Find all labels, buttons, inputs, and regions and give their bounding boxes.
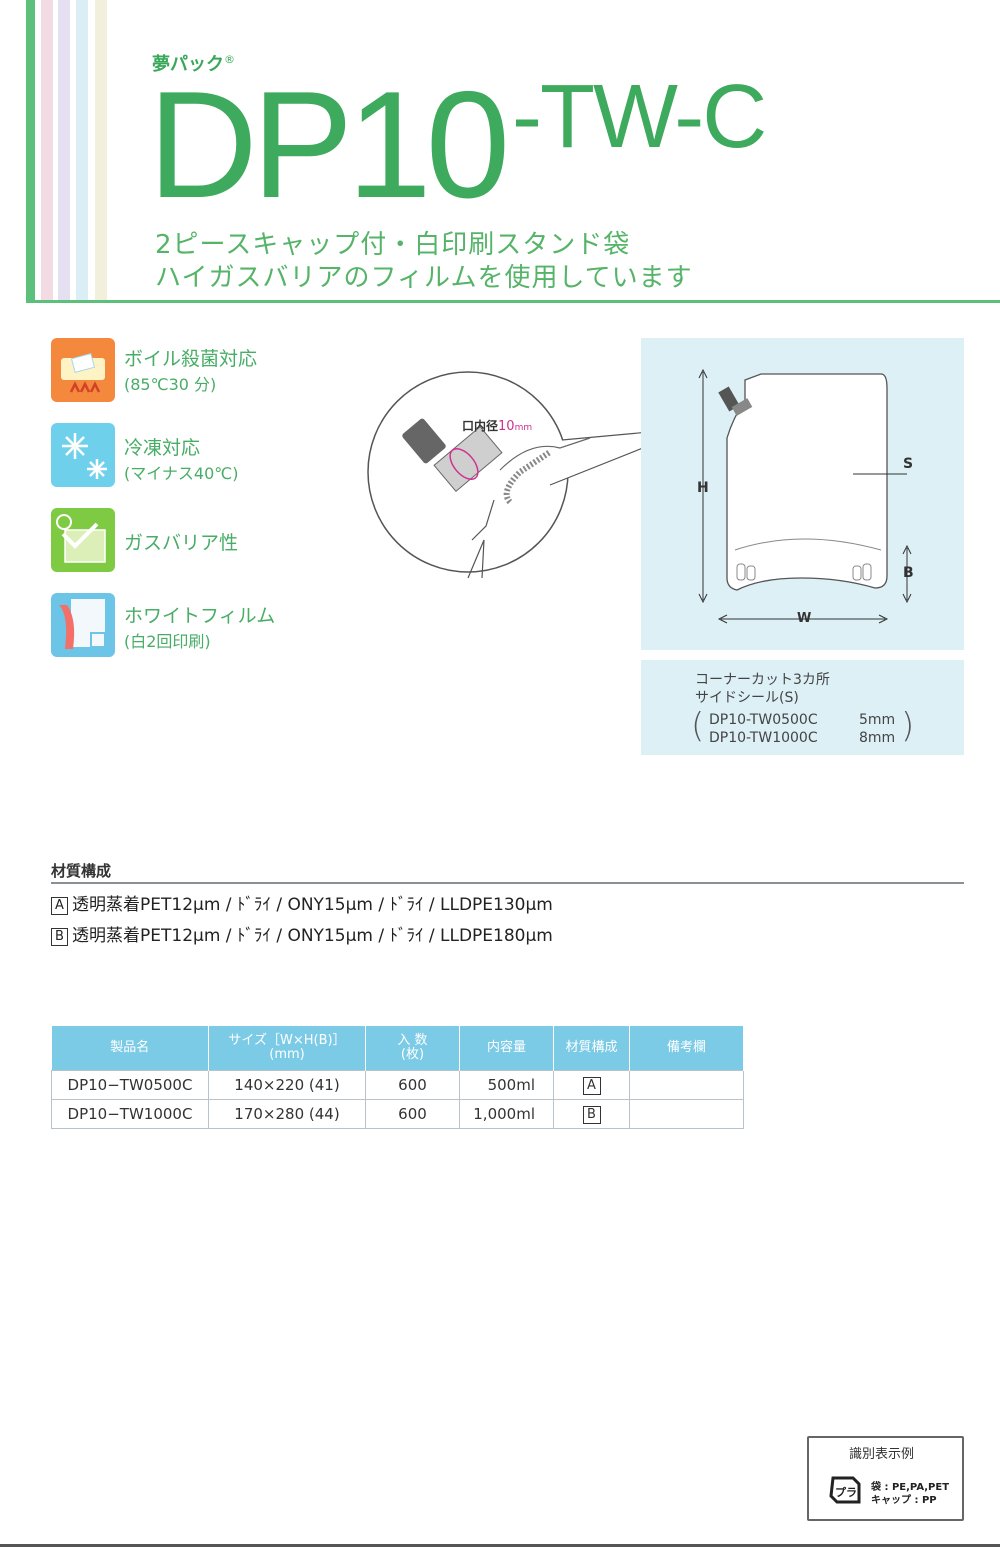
cell-name: DP10−TW1000C (51, 1098, 209, 1129)
recycle-line-1: 袋 : PE,PA,PET (871, 1482, 950, 1493)
material-letter: B (51, 928, 68, 946)
close-paren: ) (901, 706, 915, 746)
side-seal-notes: コーナーカット3カ所 サイドシール(S) ( DP10-TW0500C 5mm … (641, 660, 964, 755)
feature-white-film: ホワイトフィルム (白2回印刷) (51, 593, 371, 659)
feature-boil: ボイル殺菌対応 (85℃30 分) (51, 338, 371, 404)
gas-barrier-icon (51, 508, 115, 572)
recycle-title: 識別表示例 (849, 1447, 915, 1462)
recycle-label: 識別表示例 プラ 袋 : PE,PA,PET キャップ : PP (807, 1436, 964, 1521)
green-stripe (26, 0, 35, 302)
lavender-stripe (58, 0, 70, 302)
table-row: DP10−TW1000C 170×280 (44) 600 1,000ml B (51, 1098, 744, 1129)
table-header-row: 製品名 サイズ［W×H(B)］(mm) 入 数(枚) 内容量 材質構成 備考欄 (51, 1026, 744, 1070)
pouch-outline-diagram (698, 368, 912, 624)
feature-sub: (白2回印刷) (124, 632, 211, 651)
bottom-divider (0, 1544, 1000, 1547)
tagline-1: 2ピースキャップ付・白印刷スタンド袋 (155, 230, 631, 260)
feature-sub: (85℃30 分) (124, 375, 217, 394)
col-material: 材質構成 (553, 1026, 630, 1070)
col-size: サイズ［W×H(B)］(mm) (208, 1026, 366, 1070)
cell-size: 140×220 (41) (208, 1069, 366, 1100)
header-divider (26, 300, 1000, 303)
feature-label: ガスバリア性 (124, 532, 239, 554)
col-product-name: 製品名 (51, 1026, 209, 1070)
blue-stripe (76, 0, 88, 302)
feature-sub: (マイナス40℃) (124, 464, 239, 483)
notes-value-2: 8mm (859, 730, 896, 746)
boil-sterilization-icon (51, 338, 115, 402)
cell-material: A (553, 1069, 630, 1100)
col-remarks: 備考欄 (629, 1026, 744, 1070)
materials-title: 材質構成 (51, 862, 112, 880)
dim-s-label: S (903, 456, 914, 472)
notes-model-2: DP10-TW1000C (709, 730, 818, 746)
model-suffix: -TW-C (512, 67, 767, 167)
col-quantity: 入 数(枚) (365, 1026, 460, 1070)
col-volume: 内容量 (459, 1026, 554, 1070)
cell-name: DP10−TW0500C (51, 1069, 209, 1100)
notes-line-1: コーナーカット3カ所 (695, 672, 830, 688)
cream-stripe (95, 0, 107, 302)
feature-gas-barrier: ガスバリア性 (51, 508, 371, 574)
plastic-recycle-icon: プラ (829, 1476, 861, 1504)
cell-qty: 600 (365, 1069, 460, 1100)
cell-volume: 1,000ml (459, 1098, 554, 1129)
cell-volume: 500ml (459, 1069, 554, 1100)
pink-stripe (41, 0, 53, 302)
dim-b-label: B (903, 565, 914, 581)
pouch-dimension-panel: H W S B (641, 338, 964, 650)
recycle-line-2: キャップ : PP (871, 1495, 937, 1506)
feature-label: 冷凍対応 (124, 437, 201, 459)
cap-drawing (402, 418, 503, 493)
cell-material: B (553, 1098, 630, 1129)
notes-model-1: DP10-TW0500C (709, 712, 818, 728)
white-film-icon (51, 593, 115, 657)
notes-value-1: 5mm (859, 712, 896, 728)
materials-divider (51, 882, 964, 884)
tagline-2: ハイガスバリアのフィルムを使用しています (155, 263, 693, 293)
open-paren: ( (691, 706, 705, 746)
snowflake-icon (51, 423, 115, 487)
dim-w-label: W (797, 611, 812, 626)
notes-line-2: サイドシール(S) (695, 690, 799, 706)
feature-freeze: 冷凍対応 (マイナス40℃) (51, 423, 371, 489)
material-letter: A (51, 897, 68, 915)
cell-qty: 600 (365, 1098, 460, 1129)
dim-h-label: H (697, 480, 709, 496)
svg-text:プラ: プラ (835, 1485, 857, 1499)
spec-table: 製品名 サイズ［W×H(B)］(mm) 入 数(枚) 内容量 材質構成 備考欄 … (51, 1026, 744, 1129)
inner-diameter-label: 口内径10mm (462, 419, 533, 434)
feature-label: ホワイトフィルム (124, 605, 276, 627)
model-number: DP10 (148, 60, 510, 230)
table-row: DP10−TW0500C 140×220 (41) 600 500ml A (51, 1069, 744, 1100)
cell-size: 170×280 (44) (208, 1098, 366, 1129)
brand-name: 夢パック® (152, 53, 235, 75)
cell-note (629, 1098, 744, 1129)
cell-note (629, 1069, 744, 1100)
feature-label: ボイル殺菌対応 (124, 348, 258, 370)
